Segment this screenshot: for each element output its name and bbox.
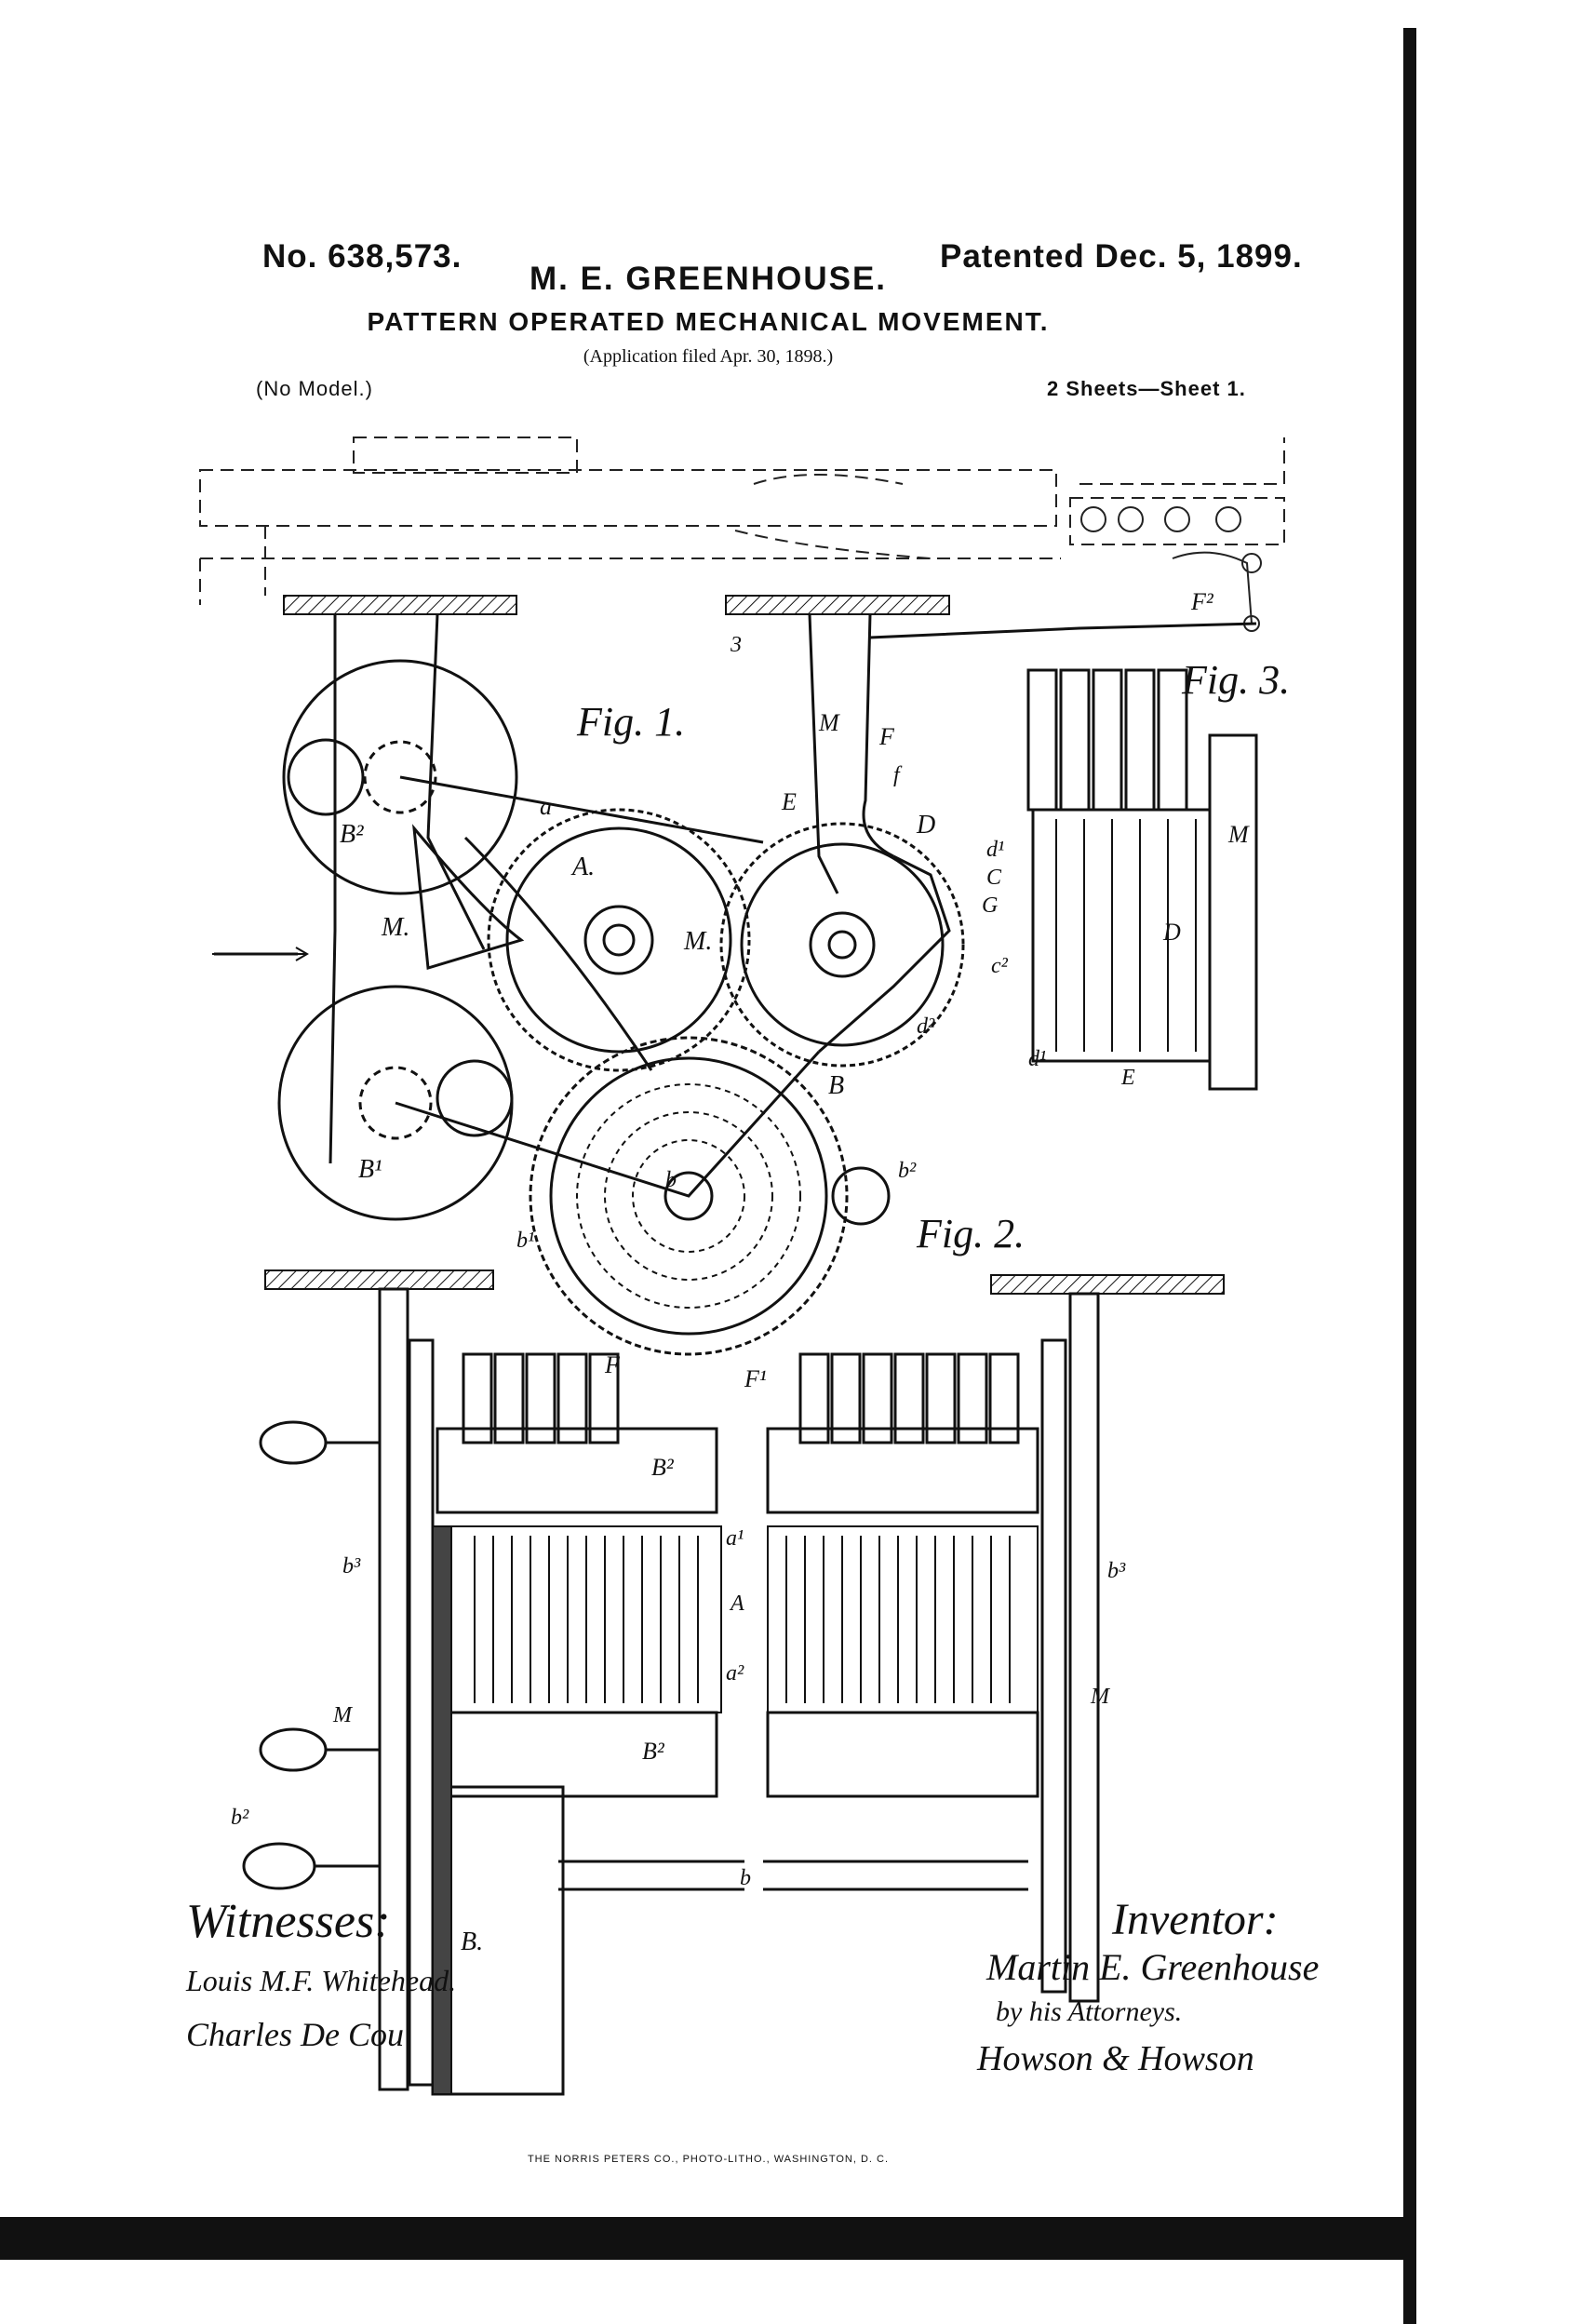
ref-d2: d²	[917, 1014, 935, 1039]
ceiling-mounts-fig1	[283, 595, 950, 615]
witness-2-signature: Charles De Cou	[186, 2016, 404, 2053]
sheet-count: 2 Sheets—Sheet 1.	[1047, 377, 1246, 400]
patent-title: PATTERN OPERATED MECHANICAL MOVEMENT.	[367, 307, 1050, 336]
ref-F: F	[878, 723, 895, 750]
patent-number: No. 638,573.	[262, 238, 463, 275]
inventor-label: Inventor:	[1112, 1895, 1279, 1944]
ref-b3-right: b³	[1107, 1559, 1126, 1583]
fig2-handles	[242, 1420, 380, 1890]
gear-D	[719, 822, 965, 1068]
arrow-indicator	[212, 947, 309, 961]
ref-b1: b¹	[516, 1229, 534, 1253]
ref-E-fig3: E	[1120, 1066, 1135, 1090]
machine-frame-outline	[199, 437, 1285, 605]
ref-f: f	[893, 763, 903, 787]
ref-M-fig2-right: M	[1090, 1685, 1111, 1709]
fig3-label: Fig. 3.	[1181, 657, 1290, 703]
ref-M-upper: M	[818, 709, 840, 736]
ref-D-fig3: D	[1162, 919, 1181, 946]
ref-M-left: M.	[381, 913, 409, 942]
ref-F1-fig2: F¹	[744, 1365, 767, 1392]
ref-C: C	[986, 866, 1002, 890]
ref-b: b	[665, 1168, 677, 1192]
ref-B-fig2: B.	[461, 1928, 483, 1956]
frame-M-fig1	[328, 613, 951, 1164]
links-and-belts	[214, 622, 1257, 1198]
frame-holes	[1080, 506, 1262, 632]
ref-E: E	[781, 788, 797, 815]
ref-b3-left: b³	[342, 1554, 361, 1578]
ref-M-fig2-left: M	[332, 1703, 354, 1727]
fig2-plungers-left	[462, 1352, 620, 1444]
ref-F2: F²	[1190, 588, 1214, 615]
ref-d1-fig3: d¹	[1028, 1047, 1046, 1071]
ref-B2-fig2-bottom: B²	[642, 1738, 665, 1765]
model-note: (No Model.)	[256, 377, 373, 400]
ref-D: D	[916, 811, 935, 840]
ref-a: a	[540, 793, 552, 820]
fig3-plungers	[1026, 668, 1258, 1091]
fig2-gear-rack	[432, 1525, 452, 2095]
ref-B1: B¹	[358, 1155, 382, 1184]
inventor-name: M. E. GREENHOUSE.	[529, 261, 888, 297]
by-attorneys: by his Attorneys.	[996, 1996, 1183, 2027]
fig2-label: Fig. 2.	[916, 1211, 1025, 1256]
ref-G: G	[982, 893, 998, 918]
ref-M-fig3: M	[1227, 821, 1250, 848]
ref-B2-fig2-top: B²	[651, 1454, 675, 1481]
pattern-gear-B	[529, 1036, 891, 1356]
inventor-signature: Martin E. Greenhouse	[986, 1946, 1320, 1988]
ref-A-fig2: A	[729, 1592, 744, 1616]
ref-M-center: M.	[683, 927, 712, 956]
fig3-drum-bands	[1055, 819, 1197, 1052]
scan-border-right	[1403, 28, 1416, 2324]
witnesses-label: Witnesses:	[186, 1895, 391, 1948]
pulley-B1	[277, 985, 514, 1221]
gear-A	[487, 808, 751, 1072]
ref-b2-fig2: b²	[231, 1806, 249, 1830]
pulley-B2	[282, 659, 518, 895]
printer-credit: THE NORRIS PETERS CO., PHOTO-LITHO., WAS…	[527, 2154, 890, 2165]
patent-date: Patented Dec. 5, 1899.	[940, 238, 1303, 275]
scan-border-bottom	[0, 2217, 1416, 2260]
ref-B2-top: B²	[340, 820, 364, 849]
fig2-comb-right	[767, 1525, 1039, 1713]
ref-d1: d¹	[986, 838, 1004, 862]
ref-b2: b²	[898, 1159, 917, 1183]
ref-c2: c²	[991, 954, 1009, 978]
ref-a2-fig2: a²	[726, 1661, 744, 1686]
ceiling-mounts-fig2	[264, 1269, 1225, 1295]
ref-F-fig2: F	[604, 1351, 621, 1378]
attorney-signature: Howson & Howson	[977, 2039, 1254, 2078]
application-date: (Application filed Apr. 30, 1898.)	[583, 346, 834, 367]
witness-1-signature: Louis M.F. Whitehead.	[186, 1964, 457, 1997]
ref-A: A.	[570, 853, 595, 881]
fig2-comb-left	[450, 1525, 722, 1713]
fig2-plungers-right	[798, 1352, 1020, 1444]
ref-b-fig2: b	[740, 1866, 751, 1890]
fig1-label: Fig. 1.	[576, 699, 685, 745]
ref-3: 3	[730, 633, 742, 657]
ref-B: B	[828, 1071, 844, 1100]
ref-a1-fig2: a¹	[726, 1526, 744, 1551]
fig2-shafts	[436, 1427, 1039, 1891]
